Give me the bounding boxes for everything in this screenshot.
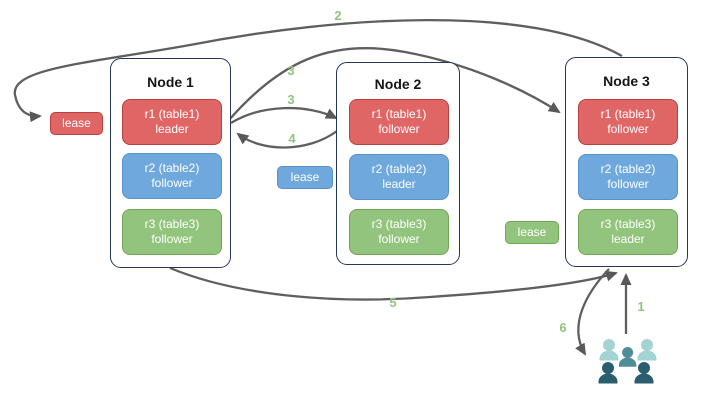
- users-icon: [598, 339, 657, 384]
- step-label-2: 2: [334, 8, 342, 23]
- replica-role: leader: [155, 122, 189, 136]
- user-light-left-icon: [599, 339, 619, 361]
- node2-replica-r3: r3 (table3) follower: [349, 209, 449, 255]
- replica-name: r3 (table3): [144, 217, 200, 231]
- node-1: Node 1 r1 (table1) leader r2 (table2) fo…: [110, 58, 231, 268]
- replica-name: r1 (table1): [371, 107, 427, 121]
- replica-role: leader: [382, 177, 416, 191]
- arrow-step3-to-node2: [230, 106, 338, 124]
- lease-badge-r3: lease: [505, 221, 559, 244]
- replica-role: follower: [151, 176, 193, 190]
- replica-name: r3 (table3): [600, 217, 656, 231]
- user-dark-left-icon: [598, 362, 618, 384]
- node3-replica-r3: r3 (table3) leader: [578, 209, 678, 255]
- replica-role: follower: [378, 122, 420, 136]
- step-label-4: 4: [288, 131, 296, 146]
- node-3-title: Node 3: [603, 73, 650, 89]
- user-light-right-icon: [637, 339, 657, 361]
- replica-name: r2 (table2): [144, 161, 200, 175]
- step-label-5: 5: [389, 295, 397, 310]
- node-2: Node 2 r1 (table1) follower r2 (table2) …: [336, 62, 460, 265]
- replica-role: leader: [611, 232, 645, 246]
- replica-name: r3 (table3): [371, 217, 427, 231]
- replica-name: r2 (table2): [371, 162, 427, 176]
- step-label-3b: 3: [287, 92, 295, 107]
- replica-role: follower: [607, 122, 649, 136]
- arrow-step2: [13, 18, 623, 123]
- replica-name: r1 (table1): [144, 107, 200, 121]
- replica-name: r1 (table1): [600, 107, 656, 121]
- user-dark-right-icon: [634, 362, 654, 384]
- step-label-3a: 3: [287, 63, 295, 78]
- node1-replica-r3: r3 (table3) follower: [122, 209, 222, 255]
- lease-badge-r2: lease: [277, 166, 333, 189]
- node2-replica-r2: r2 (table2) leader: [349, 154, 449, 200]
- replica-role: follower: [607, 177, 649, 191]
- node-3: Node 3 r1 (table1) follower r2 (table2) …: [565, 57, 688, 267]
- replica-name: r2 (table2): [600, 162, 656, 176]
- node3-replica-r2: r2 (table2) follower: [578, 154, 678, 200]
- step-label-6: 6: [559, 320, 567, 335]
- replica-role: follower: [151, 232, 193, 246]
- node-1-title: Node 1: [147, 74, 194, 90]
- node1-replica-r2: r2 (table2) follower: [122, 153, 222, 199]
- node2-replica-r1: r1 (table1) follower: [349, 99, 449, 145]
- lease-badge-r1: lease: [50, 112, 103, 135]
- node3-replica-r1: r1 (table1) follower: [578, 99, 678, 145]
- user-mid-center-icon: [618, 347, 637, 367]
- replica-role: follower: [378, 232, 420, 246]
- step-label-1: 1: [637, 299, 645, 314]
- node1-replica-r1: r1 (table1) leader: [122, 99, 222, 145]
- node-2-title: Node 2: [374, 76, 422, 92]
